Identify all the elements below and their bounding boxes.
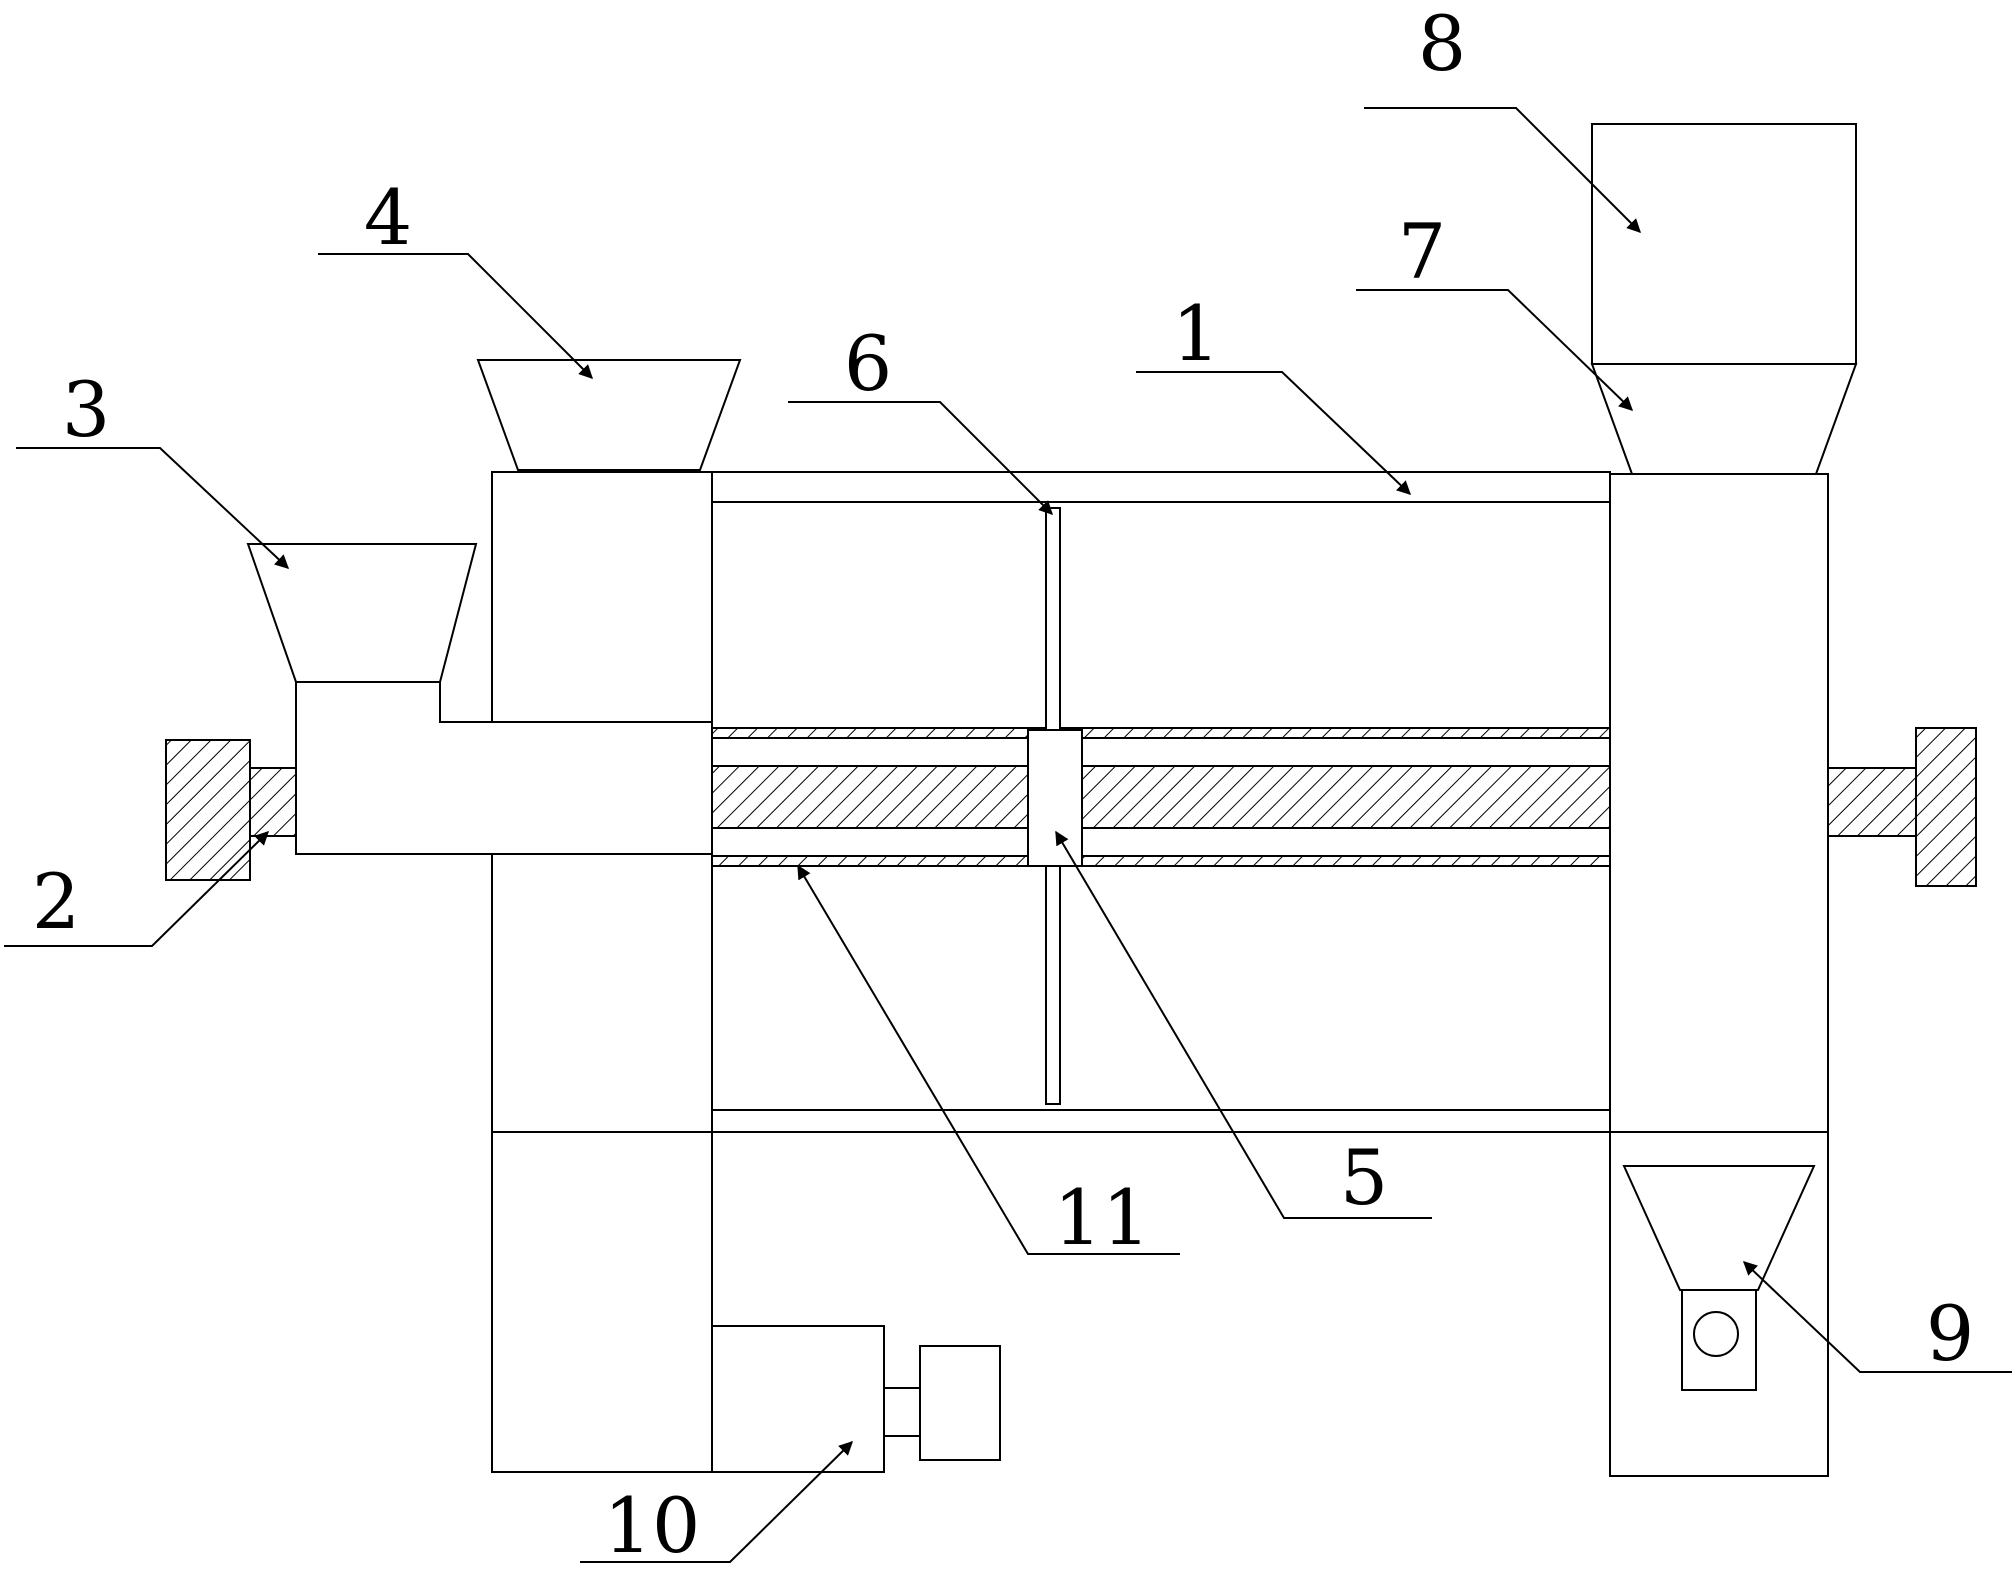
- drive-motor-10: [711, 1325, 1001, 1473]
- leader-lines: [4, 107, 2012, 1563]
- right-motor: [1827, 727, 1977, 887]
- left-column: [491, 471, 713, 1473]
- hopper-3: [246, 543, 478, 683]
- shaft-hub: [1027, 729, 1083, 867]
- part-labels: 1 2 3 4 5 6 7 8 9 10 11: [32, 0, 1974, 1570]
- label-6: 6: [844, 319, 892, 408]
- outlet-9: [1622, 1165, 1816, 1391]
- shaft-assembly: [711, 727, 1611, 867]
- hopper-4: [476, 359, 742, 471]
- label-2: 2: [32, 857, 80, 946]
- label-11: 11: [1054, 1173, 1151, 1262]
- label-10: 10: [604, 1481, 701, 1566]
- label-8: 8: [1418, 0, 1466, 88]
- label-1: 1: [1172, 289, 1220, 378]
- label-3: 3: [62, 365, 110, 454]
- label-4: 4: [364, 173, 412, 262]
- label-7: 7: [1398, 207, 1446, 296]
- label-9: 9: [1926, 1289, 1974, 1378]
- tank-8: [1590, 123, 1858, 475]
- left-motor: [165, 739, 297, 881]
- label-5: 5: [1340, 1133, 1388, 1222]
